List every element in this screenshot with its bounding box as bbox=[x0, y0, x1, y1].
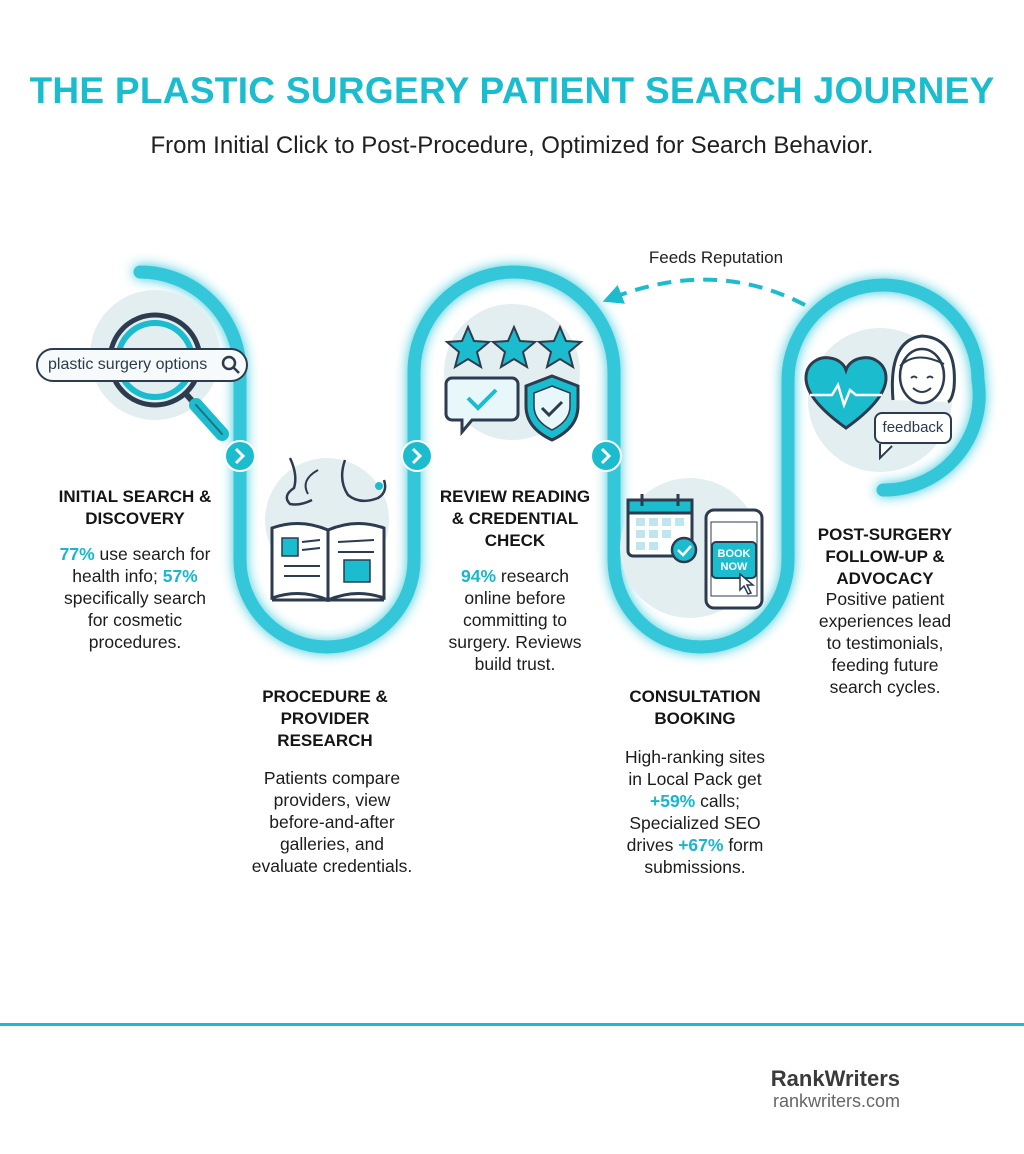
stat-highlight: +67% bbox=[678, 835, 724, 855]
step-2-desc-line: evaluate credentials. bbox=[251, 856, 413, 876]
step-1-label-line: DISCOVERY bbox=[85, 509, 185, 528]
step-4-description: High-ranking sites in Local Pack get +59… bbox=[595, 746, 795, 878]
step-3-label-line: & CREDENTIAL bbox=[451, 509, 579, 528]
desc-text: use search for bbox=[94, 544, 211, 564]
feeds-reputation-arrow bbox=[602, 277, 806, 307]
step-chevron-3 bbox=[590, 440, 622, 472]
open-book-icon bbox=[265, 457, 389, 603]
step-2-label: PROCEDURE & PROVIDER RESEARCH bbox=[230, 686, 420, 752]
step-2-label-line: RESEARCH bbox=[277, 731, 373, 750]
step-1-desc-line: procedures. bbox=[88, 632, 182, 652]
feedback-bubble bbox=[874, 412, 952, 444]
step-2-desc-line: providers, view bbox=[273, 790, 391, 810]
brand-name: RankWriters bbox=[770, 1066, 900, 1091]
step-4-label-line: CONSULTATION bbox=[629, 687, 761, 706]
step-3-desc-line: online before bbox=[464, 588, 566, 608]
book-now-text: BOOK NOW bbox=[714, 548, 754, 574]
stat-highlight: 57% bbox=[162, 566, 198, 586]
step-3-desc-line: committing to bbox=[462, 610, 568, 630]
step-4-desc-line: High-ranking sites bbox=[624, 747, 766, 767]
step-5-desc-line: feeding future bbox=[831, 655, 939, 675]
step-3-label: REVIEW READING & CREDENTIAL CHECK bbox=[420, 486, 610, 552]
step-5-label-line: FOLLOW-UP & bbox=[825, 547, 945, 566]
step-3-label-line: REVIEW READING bbox=[439, 487, 591, 506]
step-5-desc-line: experiences lead bbox=[818, 611, 952, 631]
step-1-label-line: INITIAL SEARCH & bbox=[58, 487, 212, 506]
step-2-label-line: PROVIDER bbox=[280, 709, 370, 728]
desc-text: form bbox=[723, 835, 764, 855]
step-2-label-line: PROCEDURE & bbox=[262, 687, 388, 706]
book-now-line-1: BOOK bbox=[717, 548, 751, 560]
step-chevron-1 bbox=[224, 440, 256, 472]
step-2-desc-line: before-and-after bbox=[269, 812, 395, 832]
step-5-label-line: POST-SURGERY bbox=[817, 525, 953, 544]
step-5-desc-line: to testimonials, bbox=[826, 633, 944, 653]
search-bar bbox=[36, 348, 248, 382]
step-5-label: POST-SURGERY FOLLOW-UP & ADVOCACY bbox=[790, 524, 980, 590]
brand-url: rankwriters.com bbox=[772, 1091, 900, 1111]
step-3-desc-line: 94% research bbox=[420, 565, 610, 587]
feedback-bubble-text: feedback bbox=[882, 419, 944, 436]
step-4-desc-line: in Local Pack get bbox=[628, 769, 762, 789]
step-3-desc-line: build trust. bbox=[474, 654, 556, 674]
desc-text: drives bbox=[626, 835, 679, 855]
stars-shield-icon bbox=[444, 304, 584, 442]
desc-text: health info; bbox=[72, 566, 163, 586]
heart-face-icon bbox=[804, 328, 956, 472]
search-icon bbox=[221, 355, 240, 374]
book-now-line-2: NOW bbox=[720, 561, 748, 573]
step-5-desc-line: search cycles. bbox=[829, 677, 941, 697]
step-1-desc-line: specifically search bbox=[64, 588, 206, 608]
stat-highlight: 94% bbox=[461, 566, 497, 586]
step-4-desc-line: submissions. bbox=[644, 857, 746, 877]
step-1-desc-line: 77% use search for bbox=[30, 543, 240, 565]
step-chevron-2 bbox=[401, 440, 433, 472]
step-5-label-line: ADVOCACY bbox=[836, 569, 934, 588]
step-4-desc-line: +59% calls; bbox=[595, 790, 795, 812]
step-3-description: 94% research online before committing to… bbox=[420, 565, 610, 675]
calendar-phone-icon bbox=[620, 478, 764, 618]
step-1-desc-line: health info; 57% bbox=[30, 565, 240, 587]
step-2-description: Patients compare providers, view before-… bbox=[222, 767, 442, 877]
step-2-desc-line: Patients compare bbox=[263, 768, 401, 788]
stat-highlight: +59% bbox=[650, 791, 696, 811]
step-4-label: CONSULTATION BOOKING bbox=[600, 686, 790, 730]
page-subtitle: From Initial Click to Post-Procedure, Op… bbox=[150, 132, 874, 159]
search-bar-text: plastic surgery options bbox=[48, 356, 208, 373]
feeds-reputation-label: Feeds Reputation bbox=[648, 248, 784, 267]
step-5-description: Positive patient experiences lead to tes… bbox=[785, 588, 985, 698]
step-4-desc-line: Specialized SEO bbox=[629, 813, 761, 833]
desc-text: research bbox=[496, 566, 569, 586]
step-2-desc-line: galleries, and bbox=[279, 834, 385, 854]
step-4-label-line: BOOKING bbox=[654, 709, 736, 728]
step-1-label: INITIAL SEARCH & DISCOVERY bbox=[40, 486, 230, 530]
step-3-label-line: CHECK bbox=[484, 531, 546, 550]
page-title: THE PLASTIC SURGERY PATIENT SEARCH JOURN… bbox=[29, 70, 995, 111]
step-3-desc-line: surgery. Reviews bbox=[448, 632, 582, 652]
footer-divider bbox=[0, 1023, 1024, 1026]
step-5-desc-line: Positive patient bbox=[825, 589, 945, 609]
step-1-desc-line: for cosmetic bbox=[87, 610, 183, 630]
desc-text: calls; bbox=[695, 791, 740, 811]
step-4-desc-line: drives +67% form bbox=[595, 834, 795, 856]
step-1-description: 77% use search for health info; 57% spec… bbox=[30, 543, 240, 653]
stat-highlight: 77% bbox=[59, 544, 95, 564]
